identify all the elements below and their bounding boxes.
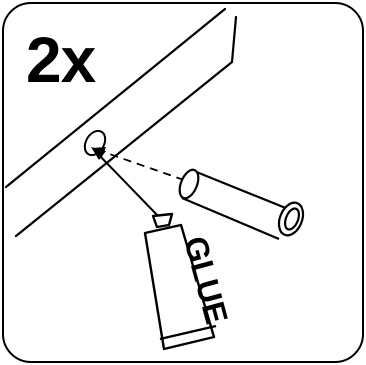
board-icon xyxy=(4,7,238,238)
quantity-label: 2x xyxy=(26,24,96,96)
glue-label: GLUE xyxy=(177,232,235,327)
glue-arrow-icon xyxy=(91,147,161,219)
guide-dashed-line xyxy=(97,149,185,181)
panel-frame xyxy=(2,2,364,363)
dowel-icon xyxy=(178,168,305,241)
glue-tube-icon xyxy=(143,212,217,351)
